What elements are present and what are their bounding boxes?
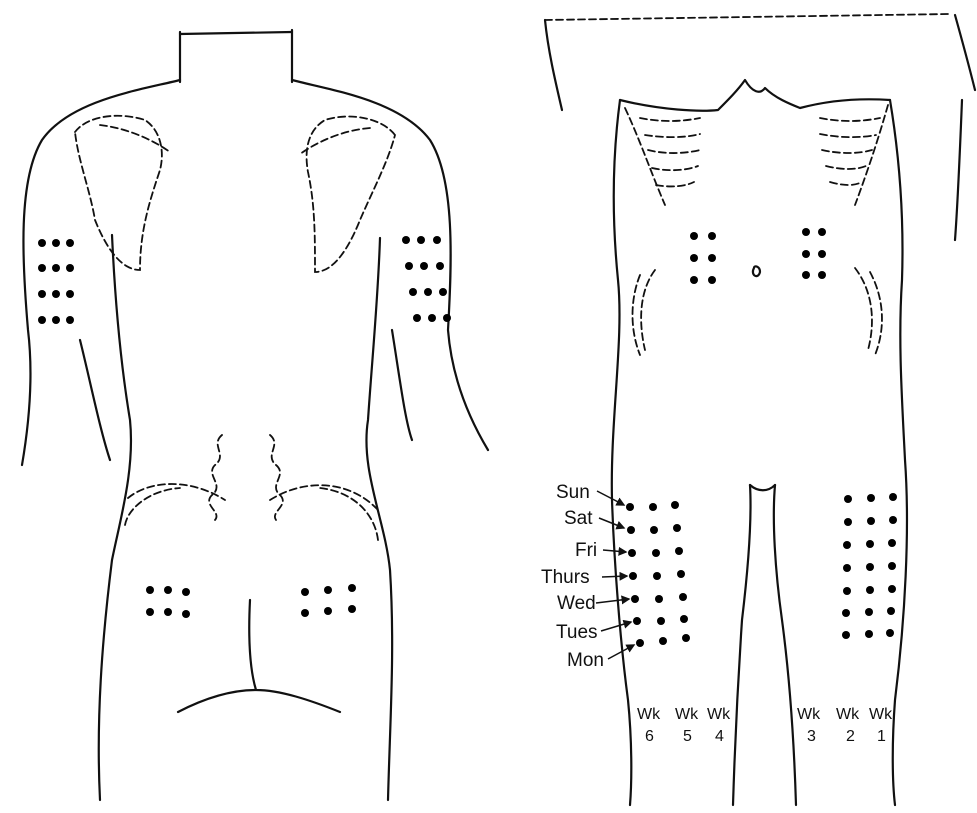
day-label-sat: Sat <box>564 508 624 529</box>
week-label-3: Wk 3 <box>797 706 821 745</box>
left-abdomen-injection-sites <box>690 232 716 284</box>
day-label-text: Mon <box>567 650 604 671</box>
week-label-number: 4 <box>715 728 724 745</box>
right-hip-curve <box>855 268 882 355</box>
day-label-text: Sat <box>564 508 593 529</box>
front-inner-right-leg <box>774 485 796 805</box>
week-label-4: Wk 4 <box>707 706 731 745</box>
back-view-figure <box>22 30 488 800</box>
right-thigh-injection-sites <box>842 493 897 639</box>
back-right-arm-inner <box>392 330 412 440</box>
day-label-text: Fri <box>575 540 597 561</box>
front-left-torso <box>612 100 632 805</box>
week-label-5: Wk 5 <box>675 706 699 745</box>
left-buttock-injection-sites <box>146 586 190 618</box>
right-abdomen-injection-sites <box>802 228 826 279</box>
front-right-torso <box>890 100 907 805</box>
week-labels: Wk 6 Wk 5 Wk 4 Wk 3 Wk 2 Wk 1 <box>637 706 893 745</box>
front-right-arm <box>955 15 975 240</box>
right-arm-injection-sites <box>402 236 451 322</box>
front-chest <box>620 80 890 111</box>
week-label-6: Wk 6 <box>637 706 661 745</box>
week-label-top: Wk <box>637 706 661 723</box>
day-label-text: Sun <box>556 482 590 503</box>
week-label-number: 1 <box>877 728 886 745</box>
right-scapula-spine <box>300 128 370 154</box>
lumbar-spine-right <box>270 435 283 520</box>
day-label-text: Tues <box>556 622 598 643</box>
front-left-arm <box>545 20 562 110</box>
week-label-top: Wk <box>797 706 821 723</box>
left-rib-cage <box>625 108 700 205</box>
week-label-number: 5 <box>683 728 692 745</box>
right-rib-cage <box>820 105 888 205</box>
back-neck-top <box>180 32 292 34</box>
back-left-torso <box>99 235 131 800</box>
front-crotch <box>750 485 775 490</box>
week-label-number: 6 <box>645 728 654 745</box>
back-left-arm-inner <box>80 340 110 460</box>
week-label-2: Wk 2 <box>836 706 860 745</box>
back-left-outline <box>22 80 180 465</box>
lumbar-spine-left <box>209 435 222 520</box>
back-buttocks-crease <box>178 600 340 712</box>
week-label-top: Wk <box>869 706 893 723</box>
week-label-1: Wk 1 <box>869 706 893 745</box>
left-hip-curve <box>633 270 656 355</box>
week-label-number: 3 <box>807 728 816 745</box>
week-label-top: Wk <box>707 706 731 723</box>
week-label-number: 2 <box>846 728 855 745</box>
right-buttock-injection-sites <box>301 584 356 617</box>
day-label-text: Wed <box>557 593 596 614</box>
week-label-top: Wk <box>836 706 860 723</box>
left-thigh-injection-sites <box>626 501 690 647</box>
front-dots <box>626 228 897 647</box>
navel <box>753 266 760 276</box>
front-inner-left-leg <box>733 485 751 805</box>
day-label-thurs: Thurs <box>541 567 627 588</box>
day-label-sun: Sun <box>556 482 624 505</box>
front-view-figure <box>545 14 975 805</box>
day-label-text: Thurs <box>541 567 590 588</box>
right-iliac-crest <box>270 485 378 540</box>
week-label-top: Wk <box>675 706 699 723</box>
left-arm-injection-sites <box>38 239 74 324</box>
day-label-fri: Fri <box>575 540 626 561</box>
back-neck-outline <box>180 30 292 82</box>
day-labels: Sun Sat Fri Thurs Wed Tues Mon <box>541 482 634 671</box>
back-right-outline <box>292 80 488 450</box>
front-top-edge <box>545 14 950 20</box>
right-scapula <box>307 116 395 272</box>
